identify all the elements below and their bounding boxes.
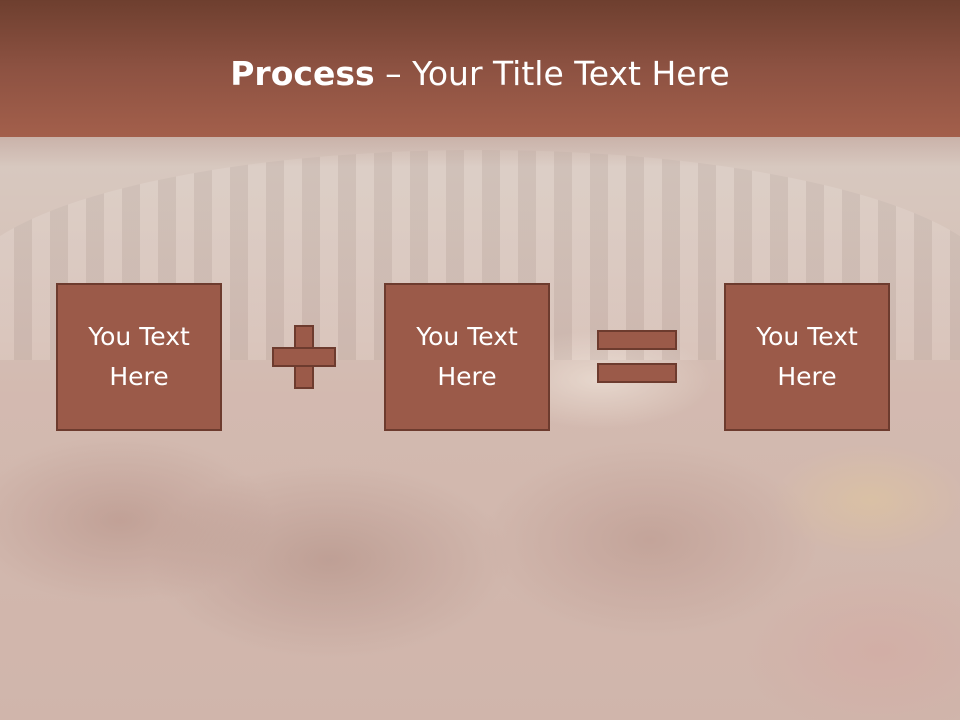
text-box-3[interactable]: You Text Here: [724, 283, 890, 431]
text-box-2-label: You Text Here: [397, 317, 537, 397]
plus-icon: [272, 325, 336, 389]
text-box-3-line1: You Text: [756, 322, 858, 351]
title-banner: [0, 0, 960, 137]
text-box-1-label: You Text Here: [69, 317, 209, 397]
text-box-2-line2: Here: [437, 362, 497, 391]
title-banner-shadow: [0, 137, 960, 167]
text-box-1-line2: Here: [109, 362, 169, 391]
equals-icon: [597, 330, 677, 384]
slide-title-bold: Process: [230, 54, 375, 93]
slide-title: Process – Your Title Text Here: [0, 52, 960, 96]
text-box-2[interactable]: You Text Here: [384, 283, 550, 431]
text-box-3-line2: Here: [777, 362, 837, 391]
slide-title-rest: – Your Title Text Here: [374, 54, 730, 93]
text-box-1[interactable]: You Text Here: [56, 283, 222, 431]
text-box-1-line1: You Text: [88, 322, 190, 351]
text-box-2-line1: You Text: [416, 322, 518, 351]
text-box-3-label: You Text Here: [737, 317, 877, 397]
